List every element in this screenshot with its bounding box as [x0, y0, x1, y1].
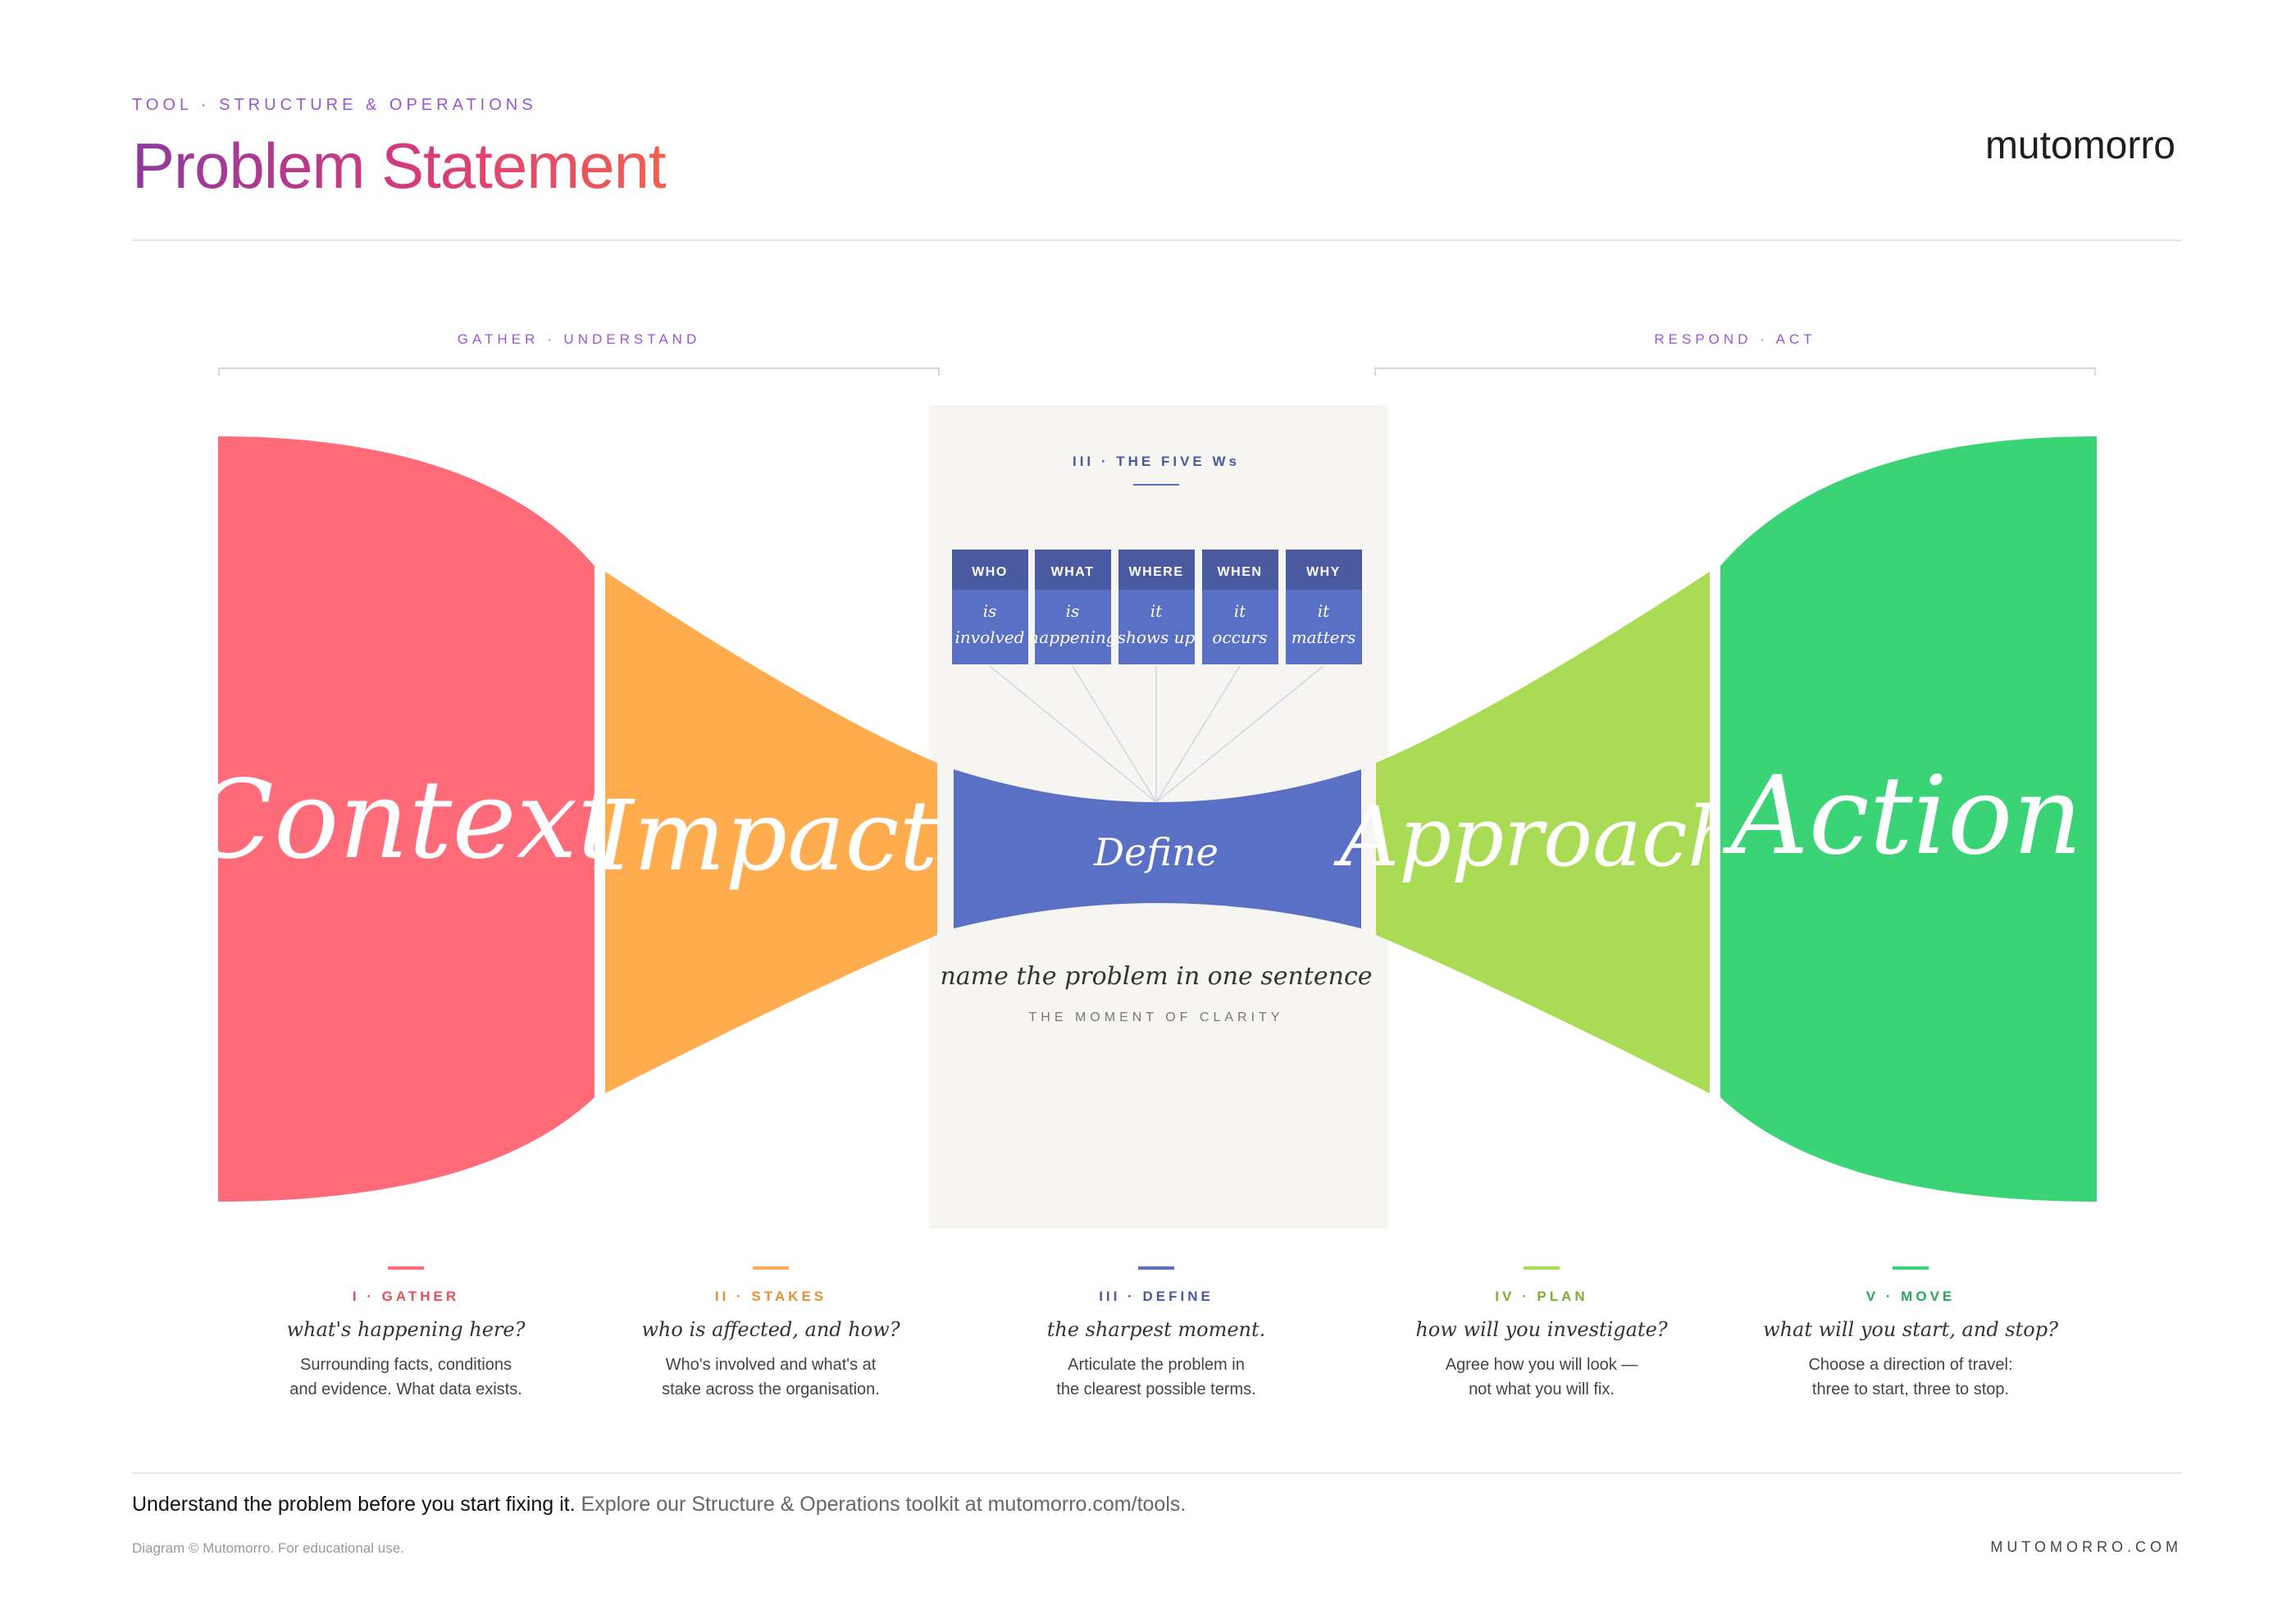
w-card-where: WHERE it shows up [1118, 550, 1196, 664]
column-question: how will you investigate? [1415, 1318, 1668, 1341]
w-card-head: WHERE [1128, 565, 1183, 579]
w-card-line2: involved [955, 627, 1025, 647]
stage-label-impact: Impact [594, 779, 938, 892]
five-ws-label-underline [1133, 484, 1179, 486]
w-card-line2: matters [1292, 627, 1356, 647]
column-label: IV · PLAN [1495, 1289, 1588, 1304]
column-label: II · STAKES [714, 1289, 827, 1304]
stage-label-action: Action [1722, 753, 2083, 879]
column-desc-line: Agree how you will look — [1445, 1356, 1638, 1374]
column-desc-line: and evidence. What data exists. [289, 1380, 522, 1398]
w-card-why: WHY it matters [1286, 550, 1362, 664]
stage-label-define: Define [1093, 830, 1219, 874]
column-desc-line: Articulate the problem in [1068, 1356, 1245, 1374]
w-card-head: WHEN [1218, 565, 1263, 579]
w-card-line1: it [1318, 601, 1330, 621]
footer-site-link[interactable]: MUTOMORRO.COM [1990, 1539, 2182, 1555]
define-caption: THE MOMENT OF CLARITY [1029, 1010, 1284, 1024]
footer-copyright: Diagram © Mutomorro. For educational use… [132, 1540, 404, 1556]
column-accent-bar [1138, 1266, 1174, 1270]
stage-shape-impact [605, 572, 937, 1093]
page-kicker: TOOL · STRUCTURE & OPERATIONS [132, 96, 537, 114]
w-card-line1: is [1066, 601, 1080, 621]
w-card-line2: occurs [1212, 627, 1267, 647]
footer-statement: Understand the problem before you start … [132, 1493, 1186, 1517]
column-accent-bar [1893, 1266, 1929, 1270]
brand-logo[interactable]: mutomorro [1984, 124, 2175, 167]
column-label: III · DEFINE [1099, 1289, 1214, 1304]
stage-column-stakes: II · STAKES who is affected, and how? Wh… [582, 1266, 959, 1402]
column-desc-line: the clearest possible terms. [1056, 1380, 1256, 1398]
w-card-who: WHO is involved [952, 550, 1028, 664]
w-card-when: WHEN it occurs [1202, 550, 1278, 664]
column-label: V · MOVE [1866, 1289, 1956, 1304]
footer-lead: Understand the problem before you start … [132, 1493, 576, 1516]
stage-shape-action [1720, 436, 2097, 1202]
stage-column-plan: IV · PLAN how will you investigate? Agre… [1353, 1266, 1730, 1402]
stage-column-define: III · DEFINE the sharpest moment. Articu… [968, 1266, 1345, 1402]
column-desc-line: not what you will fix. [1469, 1380, 1615, 1398]
group-bracket-right [1374, 367, 2096, 376]
column-question: the sharpest moment. [1046, 1318, 1266, 1341]
w-card-head: WHY [1306, 565, 1341, 579]
column-desc-line: Surrounding facts, conditions [300, 1356, 512, 1374]
header-divider [132, 239, 2182, 241]
stage-column-move: V · MOVE what will you start, and stop? … [1722, 1266, 2099, 1402]
column-description: Agree how you will look — not what you wi… [1353, 1353, 1730, 1402]
group-label-left: GATHER · UNDERSTAND [457, 331, 701, 347]
column-accent-bar [388, 1266, 424, 1270]
column-description: Surrounding facts, conditions and evidenc… [217, 1353, 594, 1402]
define-tagline: name the problem in one sentence [940, 962, 1372, 991]
column-desc-line: three to start, three to stop. [1811, 1380, 2010, 1398]
column-desc-line: stake across the organisation. [662, 1380, 880, 1398]
group-bracket-left [218, 367, 940, 376]
column-desc-line: Choose a direction of travel: [1808, 1356, 2013, 1374]
column-question: what will you start, and stop? [1763, 1318, 2058, 1341]
w-card-head: WHAT [1051, 565, 1095, 579]
group-label-right: RESPOND · ACT [1654, 331, 1816, 347]
w-card-line1: it [1150, 601, 1163, 621]
column-desc-line: Who's involved and what's at [665, 1356, 877, 1374]
stage-label-approach: Approach [1333, 789, 1740, 885]
stage-column-gather: I · GATHER what's happening here? Surrou… [217, 1266, 594, 1402]
column-accent-bar [753, 1266, 789, 1270]
column-accent-bar [1524, 1266, 1560, 1270]
column-description: Choose a direction of travel: three to st… [1722, 1353, 2099, 1402]
five-ws-connectors [989, 665, 1324, 803]
stage-shape-define [954, 769, 1361, 928]
w-card-line1: it [1234, 601, 1246, 621]
footer-cta[interactable]: Explore our Structure & Operations toolk… [575, 1493, 1187, 1516]
w-card-what: WHAT is happening [1028, 550, 1117, 664]
page-title: Problem Statement [132, 130, 667, 202]
five-ws-label: III · THE FIVE Ws [1073, 454, 1240, 469]
column-question: who is affected, and how? [641, 1318, 900, 1341]
w-card-line2: happening [1028, 627, 1116, 647]
w-card-line1: is [983, 601, 997, 621]
column-description: Who's involved and what's at stake across… [582, 1353, 959, 1402]
footer-divider [132, 1472, 2182, 1474]
stage-shape-context [218, 436, 594, 1202]
column-label: I · GATHER [352, 1289, 460, 1304]
stage-shape-approach [1376, 572, 1710, 1093]
column-question: what's happening here? [286, 1318, 526, 1341]
w-card-head: WHO [972, 565, 1008, 579]
w-card-line2: shows up [1118, 627, 1196, 647]
column-description: Articulate the problem in the clearest po… [968, 1353, 1345, 1402]
stage-label-context: Context [191, 757, 622, 883]
